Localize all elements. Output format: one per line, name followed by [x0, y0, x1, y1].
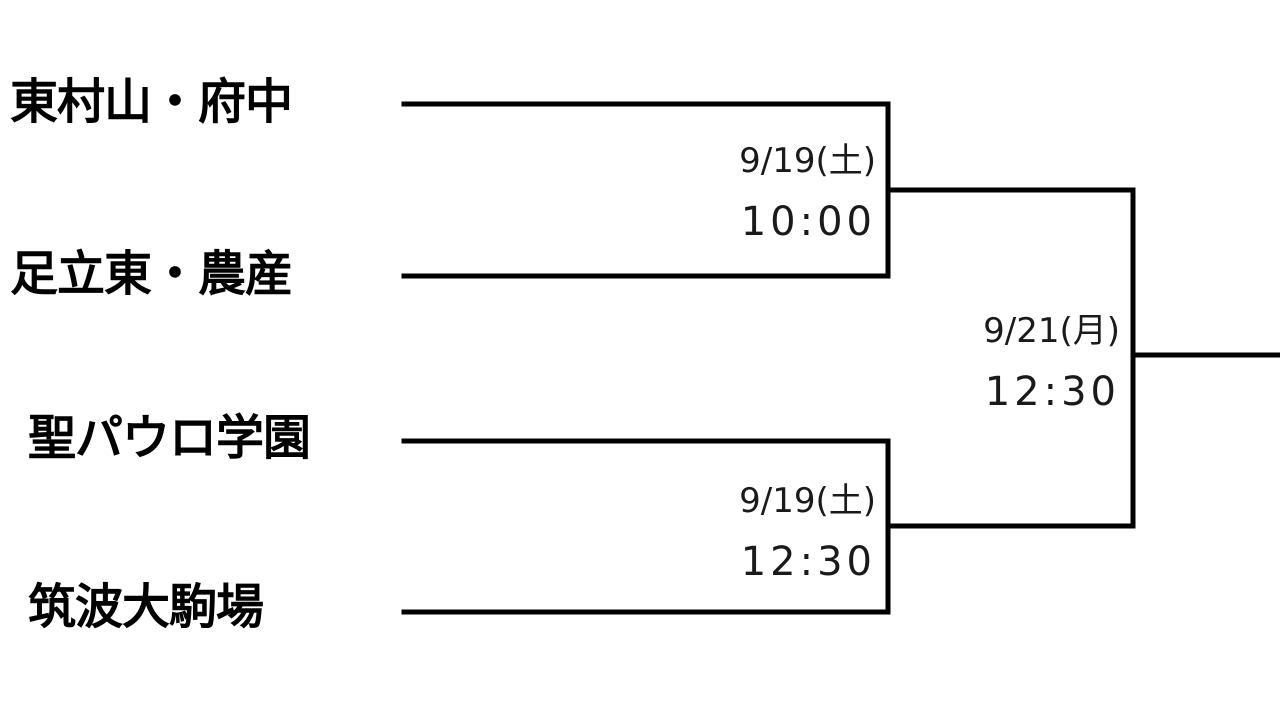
team-adachihigashi-nousan: 足立東・農産	[10, 246, 293, 302]
match-time: 10:00	[740, 199, 876, 245]
team-tsukuba-komaba: 筑波大駒場	[28, 579, 264, 635]
match-date: 9/21(月)	[983, 311, 1120, 351]
match-time: 12:30	[984, 369, 1120, 415]
match-round1-top: 9/19(土) 10:00	[739, 144, 876, 242]
team-higashimurayama-fuchu: 東村山・府中	[10, 74, 293, 130]
match-date: 9/19(土)	[739, 141, 876, 181]
team-st-paul-gakuen: 聖パウロ学園	[28, 410, 311, 466]
match-time: 12:30	[740, 539, 876, 585]
match-date: 9/19(土)	[739, 481, 876, 521]
bracket-line-team3	[401, 438, 891, 615]
bracket-line-team1	[401, 101, 891, 279]
match-round1-bottom: 9/19(土) 12:30	[739, 484, 876, 582]
match-round2: 9/21(月) 12:30	[983, 314, 1120, 412]
